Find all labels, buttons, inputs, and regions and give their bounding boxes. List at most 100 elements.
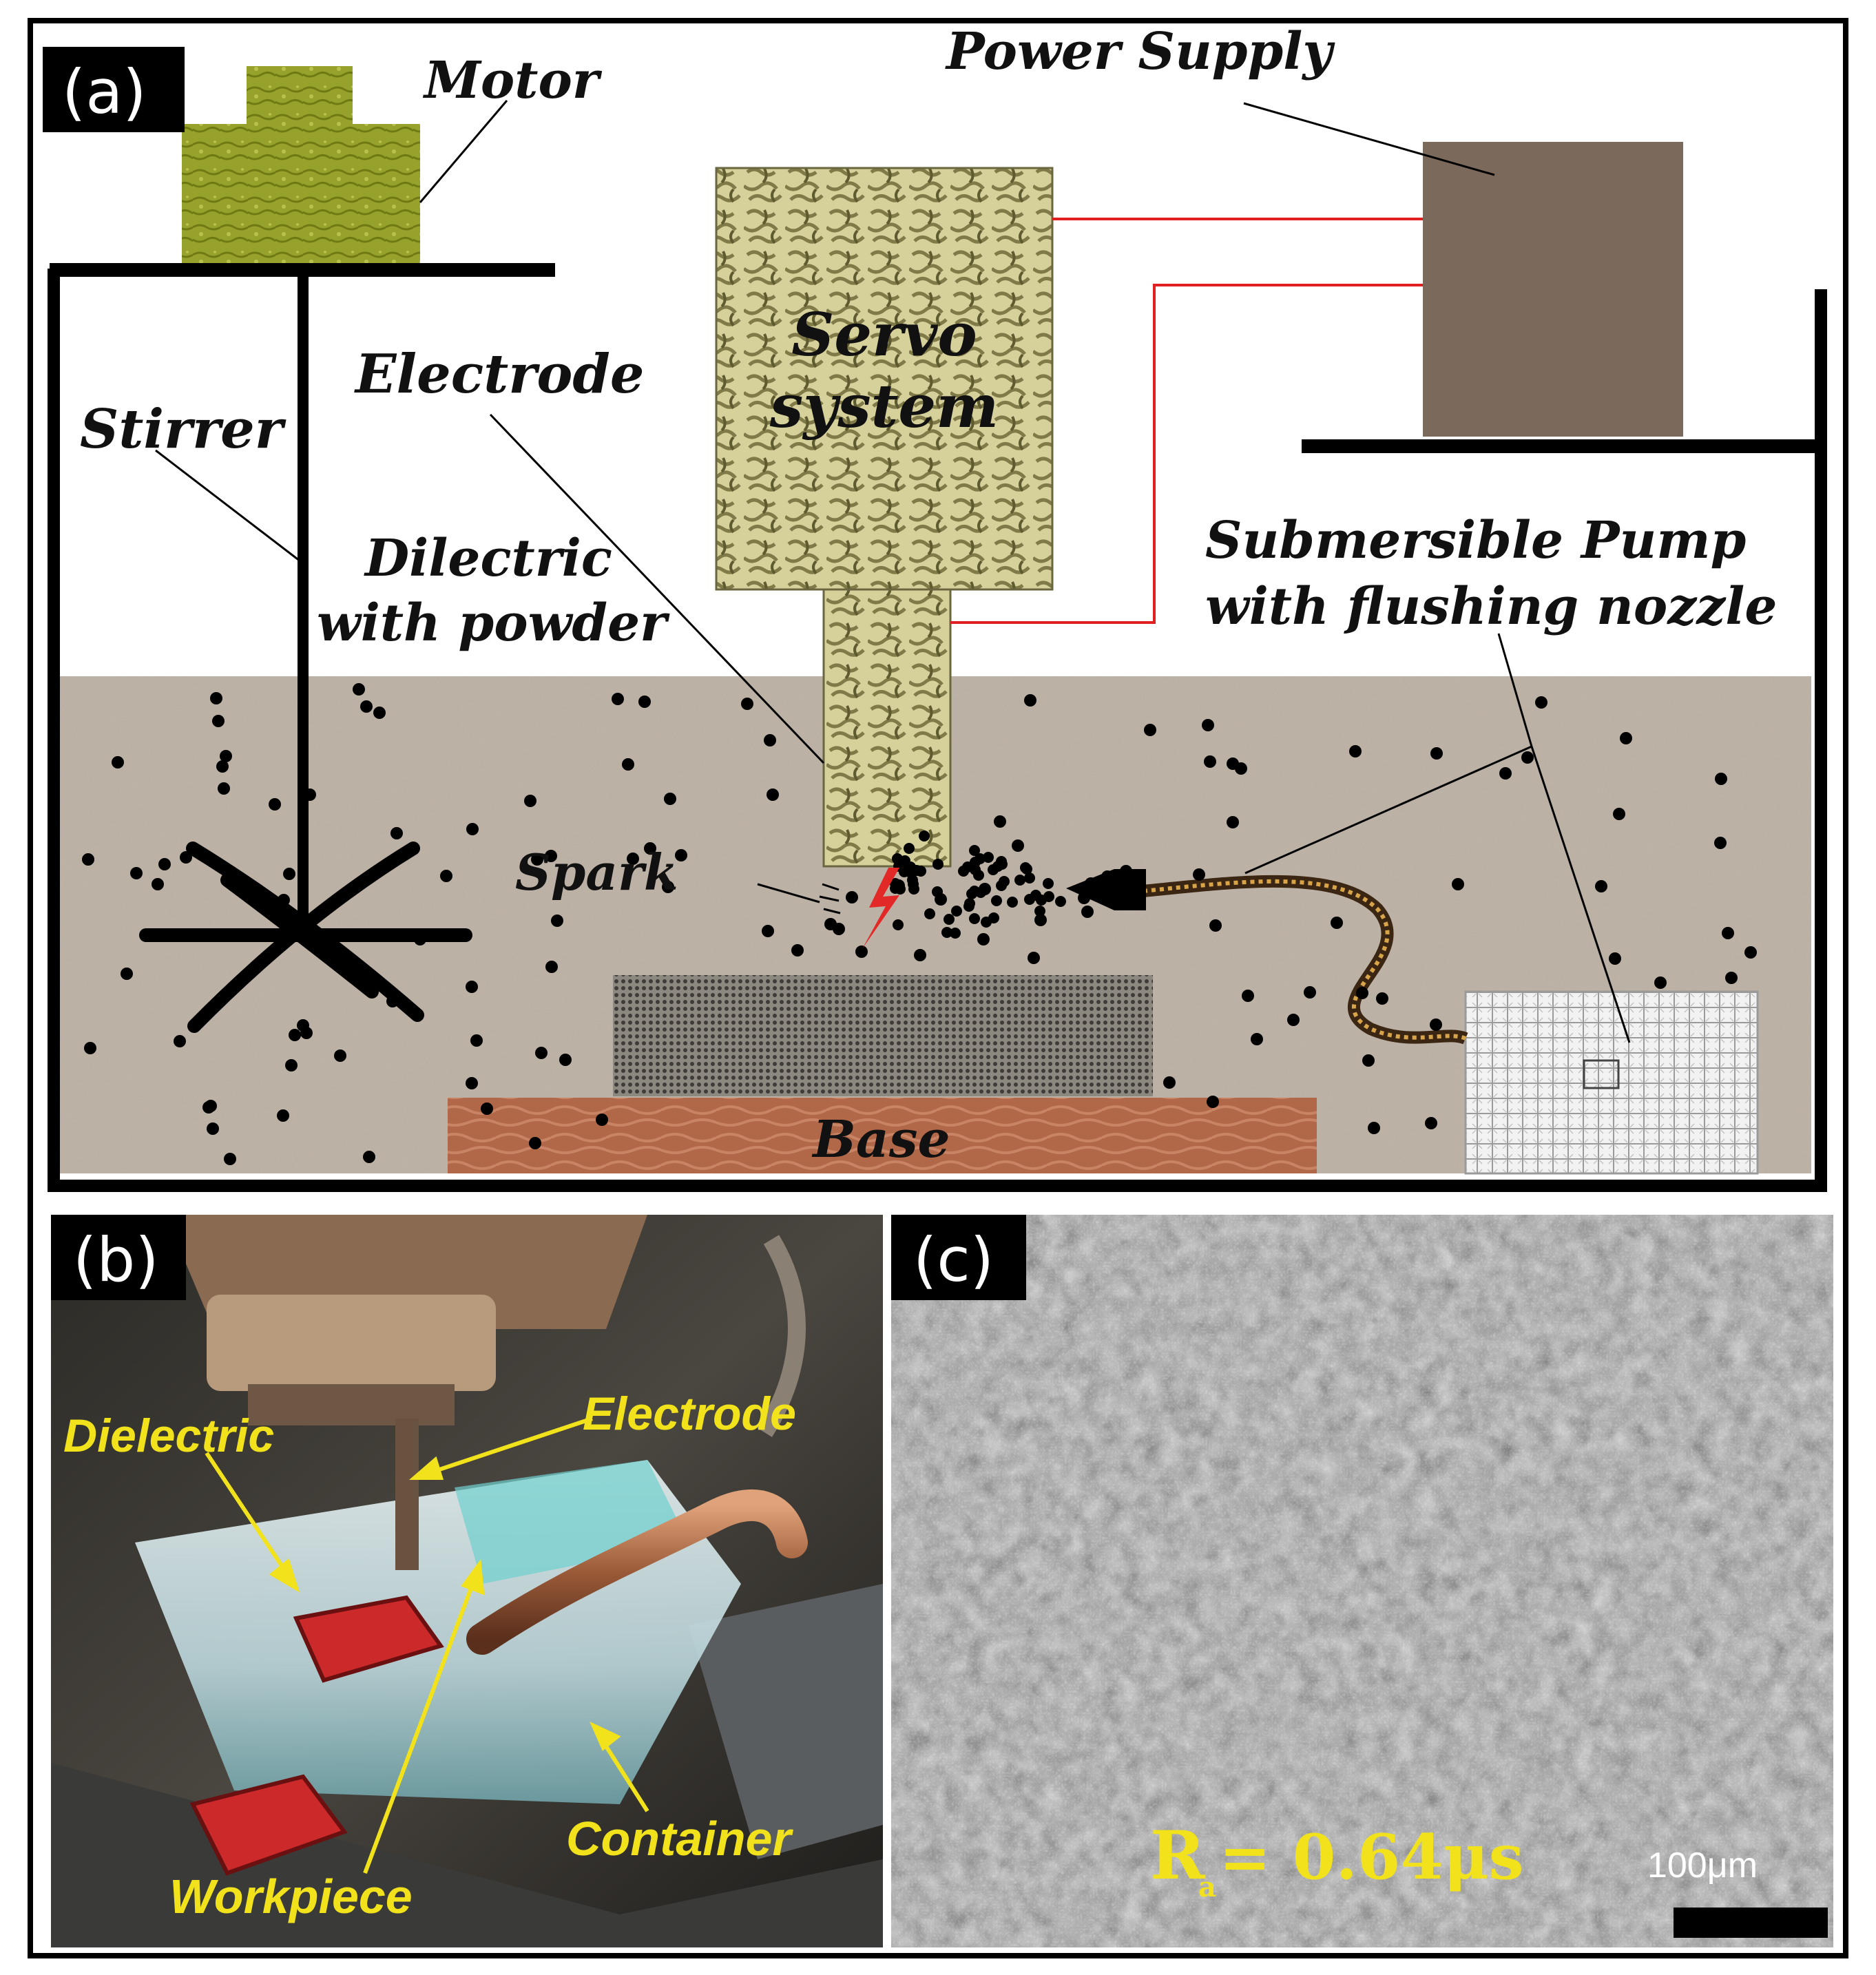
figure-border — [28, 18, 1848, 1958]
powder-particle — [545, 850, 557, 862]
label-dielectric-photo: Dielectric — [63, 1410, 274, 1462]
powder-particle — [767, 788, 779, 801]
spray-particle — [969, 913, 980, 924]
powder-particle — [1028, 952, 1040, 964]
label-servo-line2: system — [769, 372, 999, 441]
powder-particle — [1452, 878, 1464, 890]
powder-particle — [1430, 747, 1443, 760]
powder-particle — [277, 1109, 289, 1122]
powder-particle — [612, 693, 624, 705]
powder-particle — [1202, 719, 1214, 731]
powder-particle — [1499, 767, 1512, 780]
powder-particle — [481, 1103, 493, 1115]
powder-particle — [84, 1042, 96, 1054]
powder-particle — [1714, 837, 1727, 849]
powder-particle — [466, 981, 478, 993]
powder-particle — [1535, 696, 1547, 709]
powder-particle — [440, 870, 452, 882]
powder-particle — [304, 788, 316, 801]
powder-particle — [1235, 762, 1247, 775]
powder-particle — [360, 700, 373, 713]
powder-particle — [622, 758, 634, 771]
powder-particle — [466, 1077, 478, 1089]
powder-particle — [202, 1101, 215, 1114]
spray-particle — [969, 845, 980, 856]
powder-particle — [289, 1029, 301, 1041]
flushing-hose — [1143, 875, 1468, 1045]
powder-particle — [1349, 745, 1362, 757]
chuck-base — [248, 1384, 455, 1425]
powder-particle — [218, 782, 230, 795]
powder-particle — [285, 1059, 298, 1072]
panel-b: (b) Dielectric Electrode Container Workp… — [51, 1215, 883, 1947]
powder-particle — [1744, 946, 1757, 959]
powder-particle — [112, 756, 124, 769]
spray-particle — [950, 928, 961, 939]
label-servo-line1: Servo — [791, 300, 977, 370]
label-container-photo: Container — [566, 1812, 793, 1866]
spray-particle — [1055, 896, 1066, 907]
powder-particle — [531, 853, 543, 866]
power-supply — [1423, 142, 1683, 437]
powder-particle — [535, 1047, 548, 1059]
powder-particle — [1620, 732, 1632, 744]
workpiece — [613, 975, 1153, 1096]
powder-particle — [559, 1054, 572, 1066]
powder-particle — [1193, 868, 1205, 881]
panel-a-tag: (a) — [62, 56, 147, 127]
powder-particle — [824, 918, 837, 930]
powder-particle — [174, 1035, 186, 1047]
wire-bottom — [950, 284, 1423, 624]
spray-particle — [951, 906, 962, 917]
powder-particle — [664, 793, 676, 805]
chuck — [207, 1295, 496, 1391]
powder-particle — [1613, 808, 1625, 820]
spray-particle — [983, 852, 994, 863]
label-base: Base — [811, 1110, 950, 1169]
sem-fine-texture — [891, 1215, 1833, 1947]
electrode — [822, 588, 952, 868]
powder-particle — [210, 692, 222, 704]
spray-particle — [941, 927, 952, 938]
powder-particle — [353, 683, 365, 696]
roughness-symbol: R — [1150, 1817, 1206, 1894]
label-pump-line2: with flushing nozzle — [1205, 577, 1777, 636]
spray-particle — [1014, 875, 1025, 886]
powder-particle — [1120, 865, 1132, 877]
panel-c-tag-bg — [891, 1215, 1026, 1300]
stirrer-blades — [139, 842, 472, 1033]
powder-particle — [1242, 990, 1254, 1002]
powder-particle — [390, 827, 403, 839]
powder-particle — [1085, 877, 1097, 890]
spray-particle — [904, 843, 915, 854]
stirrer-shaft — [298, 275, 309, 931]
powder-particle — [1251, 1033, 1263, 1045]
powder-particle — [893, 879, 905, 892]
powder-particle — [1376, 992, 1388, 1005]
power-shelf — [1302, 439, 1822, 453]
label-stirrer: Stirrer — [80, 398, 286, 461]
spray-particle — [991, 895, 1002, 906]
submersible-pump — [1464, 990, 1759, 1175]
label-workpiece-photo: Workpiece — [169, 1870, 413, 1923]
coolant-pipe — [756, 1235, 806, 1437]
powder-particle — [1430, 1018, 1442, 1031]
powder-particles — [82, 683, 1757, 1165]
bed-plate — [689, 1584, 883, 1859]
spray-particle — [981, 917, 992, 928]
machine-bed — [51, 1763, 883, 1947]
powder-particle — [1024, 694, 1036, 707]
panel-a: (a) Motor Power Supply Servo system Elec… — [43, 22, 1827, 1192]
spray-particle — [958, 866, 969, 877]
scale-bar-label: 100μm — [1647, 1846, 1758, 1885]
powder-particle — [846, 891, 858, 903]
motor — [182, 66, 420, 263]
panel-b-tag-bg — [51, 1215, 186, 1300]
powder-particle — [764, 734, 776, 746]
powder-particle — [644, 842, 656, 855]
powder-particle — [979, 883, 991, 895]
spray-particle — [966, 888, 977, 899]
powder-particle — [269, 798, 281, 811]
panel-divider — [883, 1212, 891, 1950]
